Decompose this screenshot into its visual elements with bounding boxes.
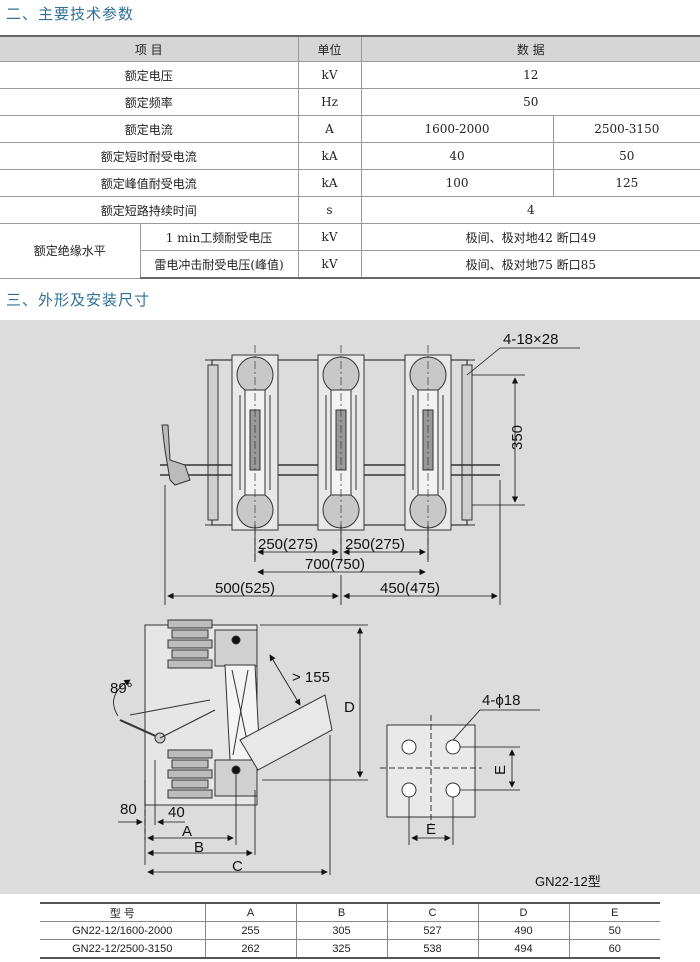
drawing-svg: 4-18×28 350 250(275) 250(275) 700(750) 5…: [110, 331, 601, 889]
cell-model: GN22-12/1600-2000: [40, 921, 206, 940]
table-row: 额定电压 kV 12: [0, 61, 700, 89]
header-c: C: [386, 902, 479, 922]
header-b: B: [295, 902, 388, 922]
cell-e: 50: [568, 921, 660, 940]
cell-item: 额定短路持续时间: [0, 196, 299, 224]
header-e: E: [568, 902, 660, 922]
model-header-row: 型 号 A B C D E: [40, 902, 660, 922]
cell-value-b: 125: [552, 169, 700, 197]
dim-450: 450(475): [380, 580, 440, 597]
table-row: GN22-12/2500-3150 262 325 538 494 60: [40, 939, 660, 959]
cell-model: GN22-12/2500-3150: [40, 939, 206, 959]
dim-d: D: [344, 699, 355, 716]
dim-a: A: [182, 823, 192, 840]
cell-b: 305: [295, 921, 388, 940]
cell-value-b: 50: [552, 142, 700, 170]
table-row: 额定短路持续时间 s 4: [0, 196, 700, 224]
cell-unit: kV: [297, 61, 362, 89]
cell-item: 额定短时耐受电流: [0, 142, 299, 170]
cell-e: 60: [568, 939, 660, 959]
table-row: 额定频率 Hz 50: [0, 88, 700, 116]
dim-40: 40: [168, 804, 185, 821]
cell-unit: kV: [297, 223, 362, 251]
dim-500: 500(525): [215, 580, 275, 597]
side-view: [119, 619, 333, 840]
cell-value-a: 100: [360, 169, 554, 197]
cell-a: 262: [204, 939, 297, 959]
cell-unit: A: [297, 115, 362, 143]
dim-e-vertical: E: [492, 765, 509, 775]
cell-unit: kV: [297, 250, 362, 279]
cell-value: 12: [360, 61, 700, 89]
table-row: 额定绝缘水平 1 min工频耐受电压 kV 极间、极对地42 断口49: [0, 223, 700, 279]
spec-table: 项 目 单位 数 据 额定电压 kV 12 额定频率 Hz 50 额定电流 A …: [0, 35, 700, 279]
dim-angle: 89°: [110, 680, 133, 697]
dim-350: 350: [509, 425, 526, 450]
technical-drawing: 4-18×28 350 250(275) 250(275) 700(750) 5…: [0, 320, 700, 894]
cell-item: 额定峰值耐受电流: [0, 169, 299, 197]
section-title-params: 二、主要技术参数: [6, 5, 135, 23]
cell-value: 50: [360, 88, 700, 116]
model-caption: GN22-12型: [535, 874, 601, 889]
table-row: 额定峰值耐受电流 kA 100 125: [0, 169, 700, 197]
table-row: 额定电流 A 1600-2000 2500-3150: [0, 115, 700, 143]
plate-dimensions: [408, 709, 540, 845]
cell-unit: s: [297, 196, 362, 224]
header-data: 数 据: [360, 35, 700, 62]
dim-700: 700(750): [305, 556, 365, 573]
cell-sub-item: 雷电冲击耐受电压(峰值): [140, 250, 299, 279]
cell-value: 极间、极对地75 断口85: [360, 250, 700, 279]
cell-c: 527: [386, 921, 479, 940]
cell-sub-item: 1 min工频耐受电压: [139, 223, 299, 251]
top-view: [160, 345, 500, 560]
cell-value: 极间、极对地42 断口49: [360, 223, 700, 251]
dim-b: B: [194, 839, 204, 856]
table-row: GN22-12/1600-2000 255 305 527 490 50: [40, 921, 660, 940]
dim-c: C: [232, 858, 243, 875]
dim-pitch-1: 250(275): [258, 536, 318, 553]
mounting-plate: [380, 715, 482, 825]
spec-header-row: 项 目 单位 数 据: [0, 35, 700, 62]
cell-item: 额定频率: [0, 88, 299, 116]
cell-unit: kA: [297, 142, 362, 170]
top-view-dimensions: [164, 347, 580, 605]
dim-holes-plate: 4-ϕ18: [482, 692, 520, 709]
cell-b: 325: [295, 939, 388, 959]
dim-e-horizontal: E: [426, 821, 436, 838]
cell-value-a: 40: [360, 142, 554, 170]
dim-gap: > 155: [292, 669, 330, 686]
model-table: 型 号 A B C D E GN22-12/1600-2000 255 305 …: [40, 902, 660, 959]
cell-item: 额定电流: [0, 115, 299, 143]
cell-d: 494: [477, 939, 570, 959]
cell-c: 538: [386, 939, 479, 959]
cell-group: 额定绝缘水平: [0, 223, 141, 279]
cell-value-b: 2500-3150: [552, 115, 700, 143]
header-unit: 单位: [297, 35, 362, 62]
section-title-outline: 三、外形及安装尺寸: [6, 291, 151, 309]
side-view-dimensions: [113, 624, 368, 876]
header-d: D: [477, 902, 570, 922]
table-row: 额定短时耐受电流 kA 40 50: [0, 142, 700, 170]
table-row: 雷电冲击耐受电压(峰值) kV 极间、极对地75 断口85: [0, 250, 700, 279]
cell-unit: Hz: [297, 88, 362, 116]
cell-value: 4: [360, 196, 700, 224]
dim-holes-top: 4-18×28: [503, 331, 558, 348]
cell-a: 255: [204, 921, 297, 940]
header-item: 项 目: [0, 35, 299, 62]
dim-pitch-2: 250(275): [345, 536, 405, 553]
header-model: 型 号: [40, 902, 206, 922]
cell-value-a: 1600-2000: [360, 115, 554, 143]
dim-80: 80: [120, 801, 137, 818]
cell-unit: kA: [297, 169, 362, 197]
cell-item: 额定电压: [0, 61, 299, 89]
header-a: A: [204, 902, 297, 922]
cell-d: 490: [477, 921, 570, 940]
